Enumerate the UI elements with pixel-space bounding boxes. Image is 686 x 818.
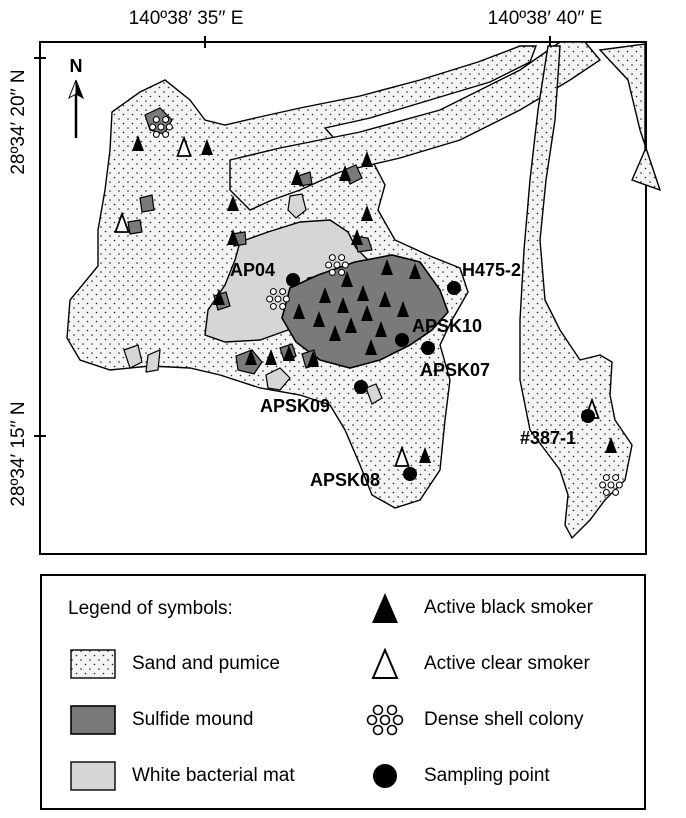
site-label-387-1: #387-1 (520, 428, 576, 448)
legend-label: Sulfide mound (132, 709, 254, 730)
legend-label: Active black smoker (424, 597, 593, 618)
sampling-point-apsk10 (395, 333, 409, 347)
legend-item-sulfide: Sulfide mound (68, 700, 253, 740)
sampling-point-apsk07 (421, 341, 435, 355)
sampling-point-387-1 (581, 409, 595, 423)
shell-colony-icon (360, 703, 410, 737)
bacterial-mat-patch (145, 349, 161, 373)
sampling-point-apsk09 (354, 380, 368, 394)
sand-pumice-northeast (598, 43, 662, 192)
bacterial-mat-patch (265, 367, 291, 391)
bacterial-mat-patch (365, 383, 383, 405)
sampling-point-h475-2 (447, 281, 461, 295)
site-label-apsk10: APSK10 (412, 316, 482, 336)
site-label-apsk08: APSK08 (310, 470, 380, 490)
north-label: N (70, 56, 83, 76)
sampling-point-apsk08 (403, 467, 417, 481)
site-label-h475-2: H475-2 (462, 260, 521, 280)
legend-label: Sand and pumice (132, 653, 280, 674)
legend-label: Sampling point (424, 765, 550, 786)
legend-item-mat: White bacterial mat (68, 756, 295, 796)
north-arrow: N (68, 56, 84, 138)
legend-item-black-smoker: Active black smoker (360, 588, 593, 628)
mat-swatch-icon (68, 759, 118, 793)
legend-item-sand: Sand and pumice (68, 644, 280, 684)
legend-label: Active clear smoker (424, 653, 590, 674)
legend-title: Legend of symbols: (68, 598, 233, 619)
sampling-point-icon (360, 759, 410, 793)
site-label-ap04: AP04 (230, 260, 275, 280)
sampling-points (286, 273, 595, 481)
latitude-label-north: 28º34′ 20′′ N (8, 69, 29, 174)
site-label-apsk07: APSK07 (420, 360, 490, 380)
legend-item-clear-smoker: Active clear smoker (360, 644, 590, 684)
longitude-label-east: 140º38′ 40′′ E (488, 8, 603, 29)
legend-label: Dense shell colony (424, 709, 584, 730)
black-smoker-icon (360, 591, 410, 625)
sand-swatch-icon (68, 647, 118, 681)
latitude-label-south: 28º34′ 15′′ N (8, 401, 29, 506)
legend-label: White bacterial mat (132, 765, 295, 786)
sulfide-patch (127, 219, 143, 235)
bacterial-mat-patch (287, 193, 307, 219)
site-label-apsk09: APSK09 (260, 396, 330, 416)
sampling-point-ap04 (286, 273, 300, 287)
legend-item-sampling-point: Sampling point (360, 756, 550, 796)
longitude-label-west: 140º38′ 35′′ E (129, 8, 244, 29)
sulfide-patch (139, 194, 155, 213)
legend-item-shell-colony: Dense shell colony (360, 700, 583, 740)
legend-panel: Legend of symbols: Sand and pumice Sulfi… (40, 574, 646, 810)
bacterial-mat-patch (123, 344, 143, 369)
sulfide-swatch-icon (68, 703, 118, 737)
clear-smoker-icon (360, 647, 410, 681)
